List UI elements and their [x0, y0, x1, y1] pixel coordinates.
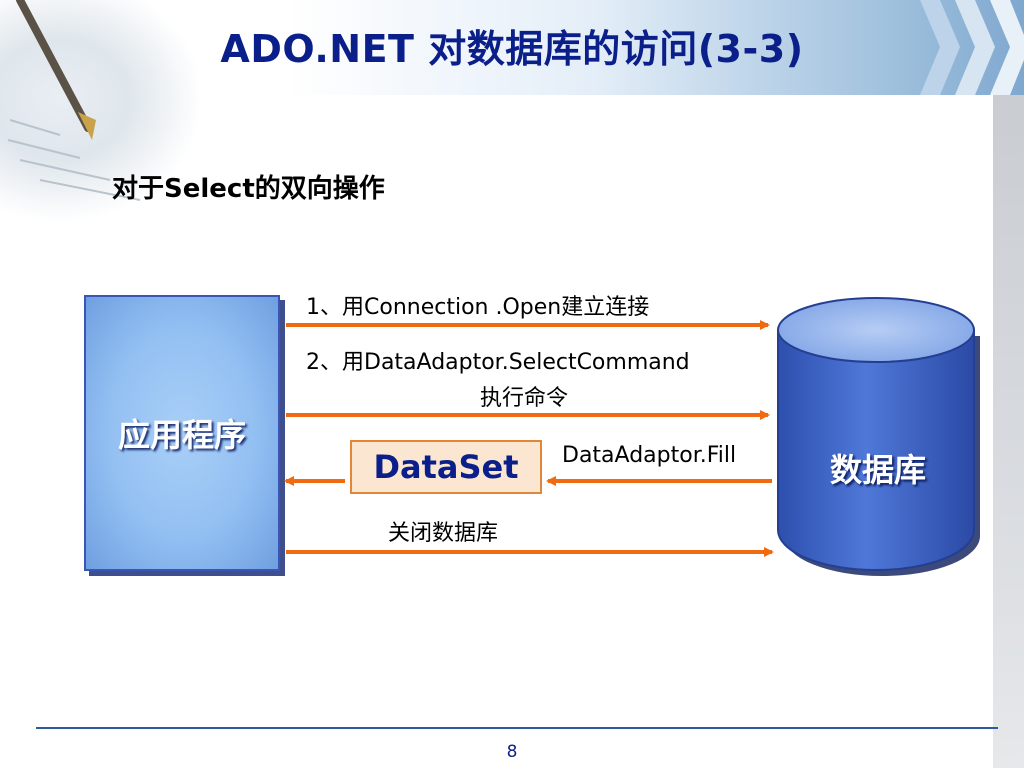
- dataset-label: DataSet: [373, 448, 519, 486]
- pen-icon: [7, 0, 141, 201]
- fill-label: DataAdaptor.Fill: [562, 443, 737, 468]
- database-cylinder-icon: [777, 297, 980, 576]
- database-label: 数据库: [829, 451, 926, 489]
- pen-photo-decoration: [0, 0, 200, 220]
- slide-title: ADO.NET 对数据库的访问(3-3): [220, 27, 804, 71]
- step1-label: 1、用Connection .Open建立连接: [306, 295, 650, 320]
- application-box: 应用程序: [84, 295, 280, 571]
- close-label: 关闭数据库: [388, 521, 499, 546]
- application-label: 应用程序: [117, 416, 246, 454]
- chevron-decoration-icon: [920, 0, 1024, 95]
- step2-label-line1: 2、用DataAdaptor.SelectCommand: [306, 350, 690, 375]
- footer-divider: [36, 727, 998, 729]
- page-number: 8: [506, 742, 518, 762]
- right-side-band: [993, 95, 1024, 768]
- dataset-box: DataSet: [350, 440, 542, 494]
- step2-label-line2: 执行命令: [480, 386, 569, 411]
- slide-subtitle: 对于Select的双向操作: [112, 174, 385, 204]
